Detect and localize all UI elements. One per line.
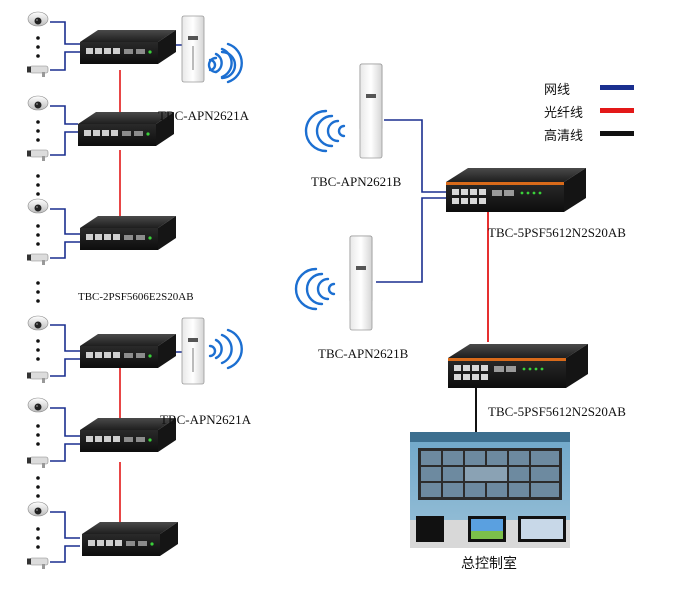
legend-swatch-network xyxy=(600,85,634,90)
switch-label-big-top: TBC-5PSF5612N2S20AB xyxy=(488,225,626,240)
camera-chain-dots xyxy=(36,36,40,549)
ap-label-right-top: TBC-APN2621B xyxy=(311,174,402,189)
switch-icon xyxy=(446,168,588,388)
ap-label-right-bottom: TBC-APN2621B xyxy=(318,346,409,361)
legend-swatch-fiber xyxy=(600,108,634,113)
legend xyxy=(600,85,634,136)
legend-swatch-hdmi xyxy=(600,131,634,136)
control-room-label: 总控制室 xyxy=(461,556,517,572)
switch-label-small: TBC-2PSF5606E2S20AB xyxy=(78,291,194,303)
legend-label-network: 网线 xyxy=(544,83,571,98)
right-network-links xyxy=(376,119,446,283)
ap-label-bottom-left: TBC-APN2621A xyxy=(160,412,252,427)
access-point-icon xyxy=(181,15,205,385)
legend-label-fiber: 光纤线 xyxy=(544,106,584,121)
wifi-signal-icon xyxy=(207,42,243,370)
ap-label-top-left: TBC-APN2621A xyxy=(158,108,250,123)
legend-label-hdmi: 高清线 xyxy=(544,129,584,144)
wifi-signal-icon xyxy=(294,109,346,311)
ap-extra-height xyxy=(349,63,383,331)
video-wall-icon xyxy=(410,432,570,548)
switch-label-big-bottom: TBC-5PSF5612N2S20AB xyxy=(488,404,626,419)
